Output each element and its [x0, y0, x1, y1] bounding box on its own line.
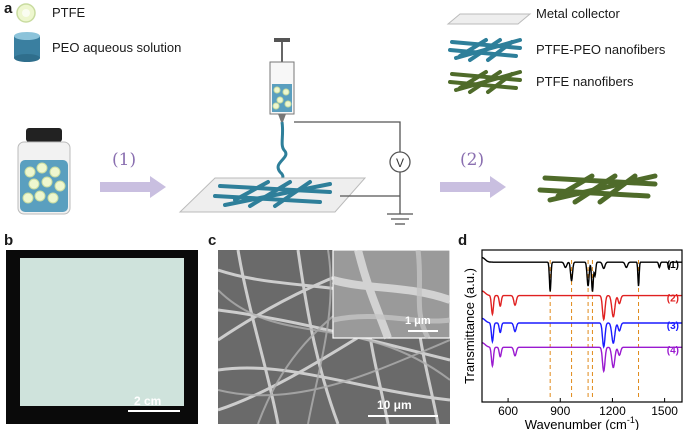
ptfe-nanofiber-icon [448, 70, 522, 94]
metal-collector-icon [446, 13, 532, 25]
ftir-dashed-lines [549, 260, 640, 398]
ftir-series-label-3: (3) [667, 321, 679, 332]
voltmeter-label: V [396, 156, 404, 170]
ftir-series-label-2: (2) [667, 294, 679, 305]
legend-ptfe-label: PTFE [52, 5, 86, 20]
scale-bar-c-inset [408, 330, 438, 332]
ftir-tick-label-1: 900 [550, 404, 570, 418]
step1-arrow [100, 176, 166, 198]
scale-label-b: 2 cm [134, 394, 162, 408]
legend-ptfe-nanofiber-label: PTFE nanofibers [536, 74, 634, 89]
ftir-x-ticks: 600 900 1200 1500 [498, 398, 678, 418]
panel-letter-c: c [208, 232, 217, 249]
sem-fibers [218, 250, 450, 424]
ftir-x-axis-label-sup: -1 [627, 415, 635, 425]
ftir-plot-frame [481, 249, 683, 403]
scale-label-c-inset: 1 μm [405, 315, 431, 327]
ptfe-peo-nanofiber-icon [448, 38, 522, 62]
ftir-tick-label-2: 1200 [599, 404, 626, 418]
ptfe-membrane [20, 258, 184, 406]
step2-arrow [440, 176, 506, 198]
legend-metal-collector-label: Metal collector [536, 6, 620, 21]
legend-ptfe-peo-label: PTFE-PEO nanofibers [536, 42, 666, 57]
legend-peo-label: PEO aqueous solution [52, 40, 182, 55]
solution-jar [17, 128, 71, 215]
ftir-x-axis-label-main: Wavenumber (cm [525, 417, 627, 430]
step2-label: (2) [460, 150, 485, 170]
ftir-series-line-4 [482, 342, 682, 374]
ftir-tick-label-3: 1500 [651, 404, 678, 418]
membrane-photo: 2 cm [6, 250, 198, 424]
sem-image: 1 μm 10 μm [218, 250, 450, 424]
ftir-x-axis-label-end: ) [635, 417, 639, 430]
syringe [269, 38, 295, 122]
ftir-series-line-3 [482, 317, 682, 349]
schematic-svg: V [14, 3, 658, 225]
circuit-wires [294, 121, 413, 225]
scale-bar-b [128, 410, 180, 412]
collector-fibers [213, 180, 332, 208]
ftir-series-line-2 [481, 290, 682, 322]
panel-letter-d: d [458, 232, 468, 249]
step1-label: (1) [112, 150, 137, 170]
ftir-tick-label-0: 600 [498, 404, 518, 418]
ptfe-particle-icon [16, 3, 36, 23]
ftir-y-axis-label: Transmittance (a.u.) [462, 268, 477, 384]
panel-letter-a: a [4, 0, 13, 17]
ftir-series-line-1 [482, 256, 682, 292]
final-ptfe-nanofibers [537, 173, 658, 205]
scale-label-c-main: 10 μm [377, 398, 412, 412]
scale-bar-c-main [368, 415, 438, 417]
ftir-series-label-4: (4) [667, 345, 679, 356]
ftir-series-label-1: (1) [667, 260, 679, 271]
ftir-x-axis-label: Wavenumber (cm-1) [525, 415, 639, 430]
ftir-series-group: (1) (2) (3) (4) [481, 256, 682, 374]
peo-solution-icon [14, 32, 40, 62]
voltmeter [389, 151, 411, 173]
panel-letter-b: b [4, 232, 14, 249]
